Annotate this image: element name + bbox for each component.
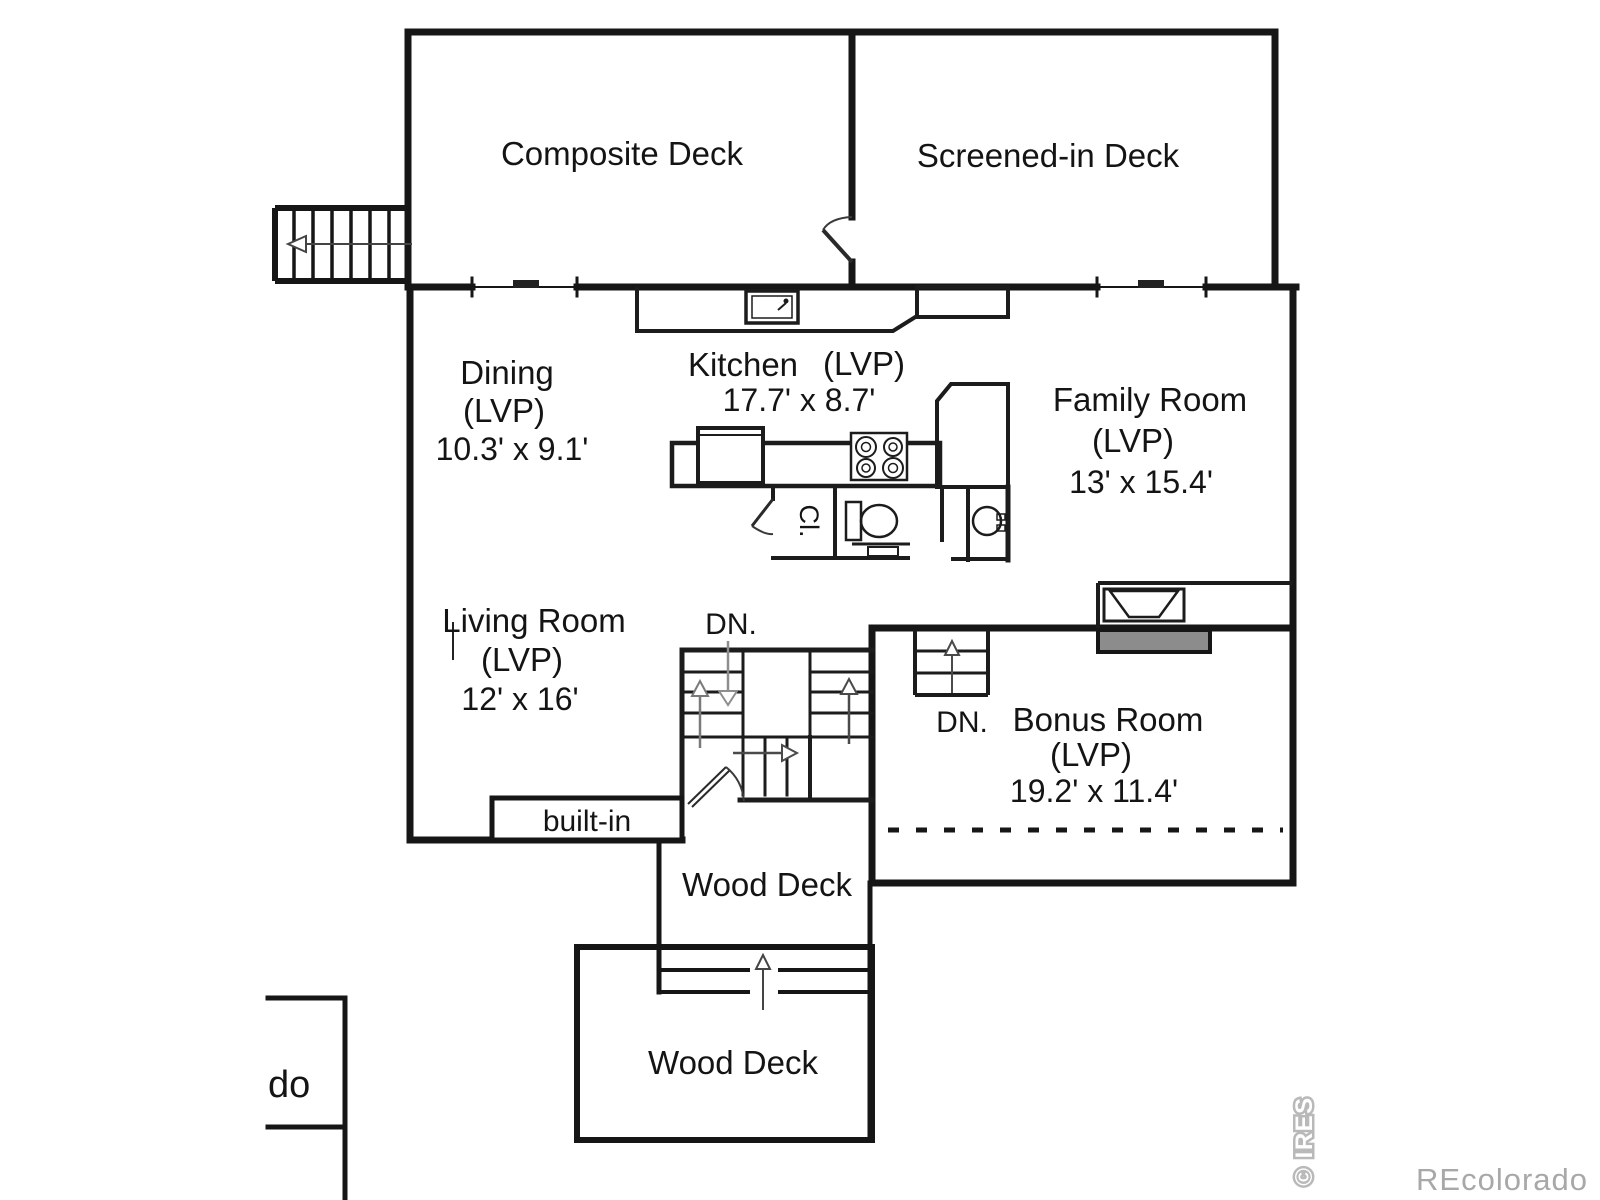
watermark-recolorado: REcolorado (1416, 1162, 1588, 1197)
label-built-in: built-in (543, 805, 631, 838)
label-bonus-dims: 19.2' x 11.4' (1010, 773, 1178, 809)
wood-decks (574, 838, 875, 1143)
kitchen-sink (744, 289, 800, 325)
fireplace (1096, 581, 1293, 654)
refrigerator (696, 426, 765, 485)
label-dn-main: DN. (705, 608, 757, 641)
stair-arrows (690, 641, 859, 763)
bath-walls (771, 484, 1011, 563)
main-walls (406, 283, 1297, 887)
deck-steps-arrow (754, 952, 772, 1010)
hearth (1096, 628, 1212, 654)
label-dining-dims: 10.3' x 9.1' (436, 431, 589, 467)
label-bonus-name: Bonus Room (1013, 701, 1204, 738)
label-family-name: Family Room (1053, 381, 1247, 418)
deck-door (821, 216, 854, 264)
label-kitchen-dims: 17.7' x 8.7' (723, 382, 876, 418)
closet-door (750, 498, 775, 536)
watermark-ires: © IRES (1291, 1096, 1318, 1185)
label-dn-bonus: DN. (936, 706, 988, 739)
built-in-cabinet (489, 795, 685, 843)
main-top-wall (404, 276, 1300, 298)
label-partial: do (268, 1064, 310, 1106)
label-family-dims: 13' x 15.4' (1069, 464, 1213, 500)
bath-vanity (852, 542, 910, 557)
label-dining-floor: (LVP) (463, 392, 545, 429)
label-wood-deck-upper: Wood Deck (682, 866, 852, 903)
label-bonus-floor: (LVP) (1050, 736, 1132, 773)
label-closet: Cl. (794, 505, 824, 538)
partial-structure (265, 995, 348, 1200)
toilet (844, 500, 899, 542)
annotation-labels: DN. DN. built-in Cl. do (268, 505, 988, 1107)
label-living-floor: (LVP) (481, 641, 563, 678)
kitchen-counters (635, 285, 1010, 489)
entry-stairs-arrow (285, 234, 412, 254)
label-living-name: Living Room (442, 602, 625, 639)
label-screened-deck: Screened-in Deck (917, 137, 1180, 174)
watermarks: © IRES REcolorado (1289, 1094, 1588, 1197)
main-stairwell-door (687, 766, 745, 808)
powder-sink (971, 505, 1006, 537)
label-kitchen-floor: (LVP) (823, 345, 905, 382)
label-wood-deck-lower: Wood Deck (648, 1044, 818, 1081)
room-labels: Composite Deck Screened-in Deck Dining (… (436, 135, 1248, 1081)
stove (849, 431, 909, 482)
label-living-dims: 12' x 16' (461, 681, 578, 717)
label-kitchen-name: Kitchen (688, 346, 798, 383)
label-composite-deck: Composite Deck (501, 135, 744, 172)
label-dining-name: Dining (460, 354, 554, 391)
bonus-stairs-arrow (943, 638, 961, 693)
label-family-floor: (LVP) (1092, 422, 1174, 459)
